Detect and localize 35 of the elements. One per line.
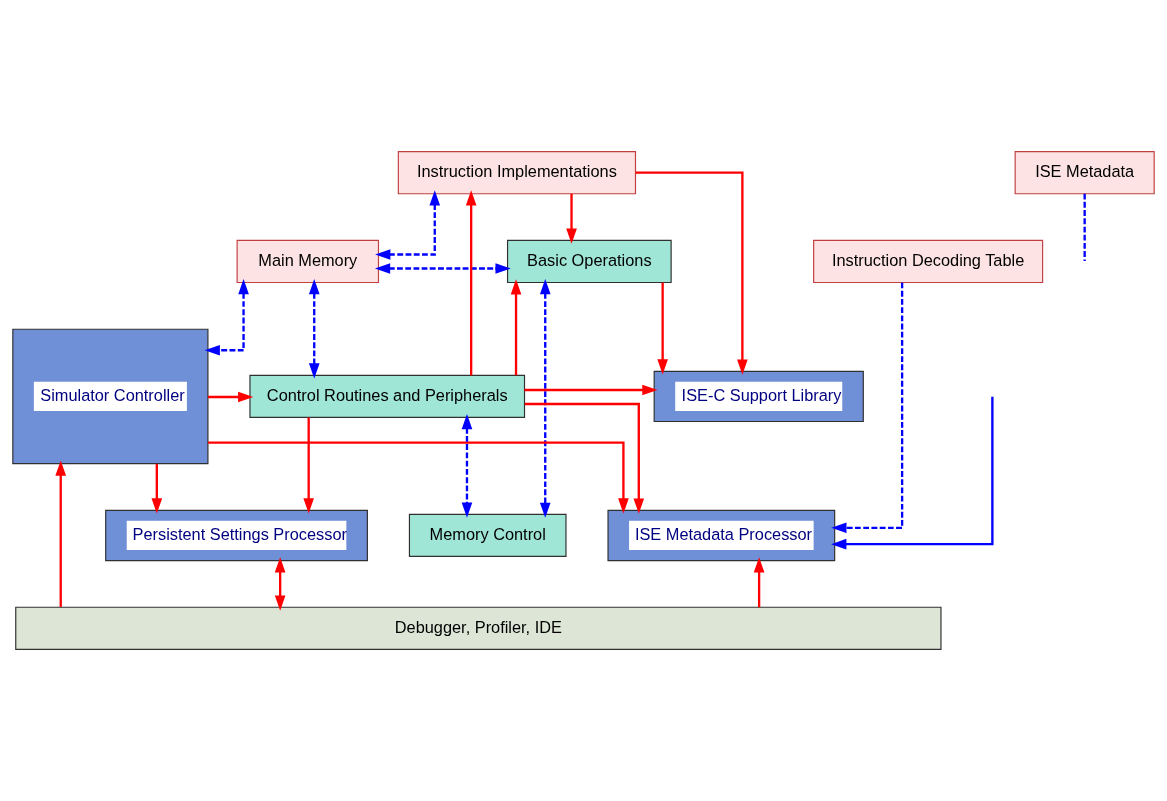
node-box: Debugger, Profiler, IDE (15, 606, 942, 650)
arrow (753, 557, 765, 608)
arrow (465, 190, 477, 376)
arrow (657, 282, 668, 375)
arrow (524, 384, 658, 396)
node-box: Persistent Settings Processor (105, 509, 368, 562)
node-box: Control Routines and Peripherals (249, 374, 526, 419)
arrow (539, 278, 551, 518)
arrow (308, 279, 320, 379)
arrow (635, 171, 748, 375)
arrow (510, 279, 522, 376)
arrow (303, 417, 314, 514)
node-box: Main Memory (236, 239, 380, 284)
arrow (208, 391, 254, 403)
arrow (375, 190, 441, 260)
arrow (524, 402, 645, 514)
arrow (204, 278, 249, 356)
node-box: Instruction Decoding Table (813, 239, 1044, 284)
connector (1083, 193, 1086, 261)
arrow (566, 193, 577, 244)
node-box: Instruction Implementations (397, 151, 637, 195)
arrow (151, 463, 163, 514)
node-box: ISE-C Support Library (653, 370, 864, 423)
arrow (831, 396, 994, 550)
node-box: ISE Metadata Processor (607, 509, 836, 562)
node-box: Simulator Controller (12, 328, 209, 465)
node-box: ISE Metadata (1014, 151, 1155, 195)
arrow (274, 557, 286, 611)
arrow (461, 413, 473, 518)
arrow (831, 282, 904, 534)
arrow (208, 441, 629, 514)
arrow (374, 263, 511, 274)
node-box: Memory Control (408, 513, 567, 558)
arrow (55, 460, 67, 607)
node-box: Basic Operations (507, 239, 672, 284)
